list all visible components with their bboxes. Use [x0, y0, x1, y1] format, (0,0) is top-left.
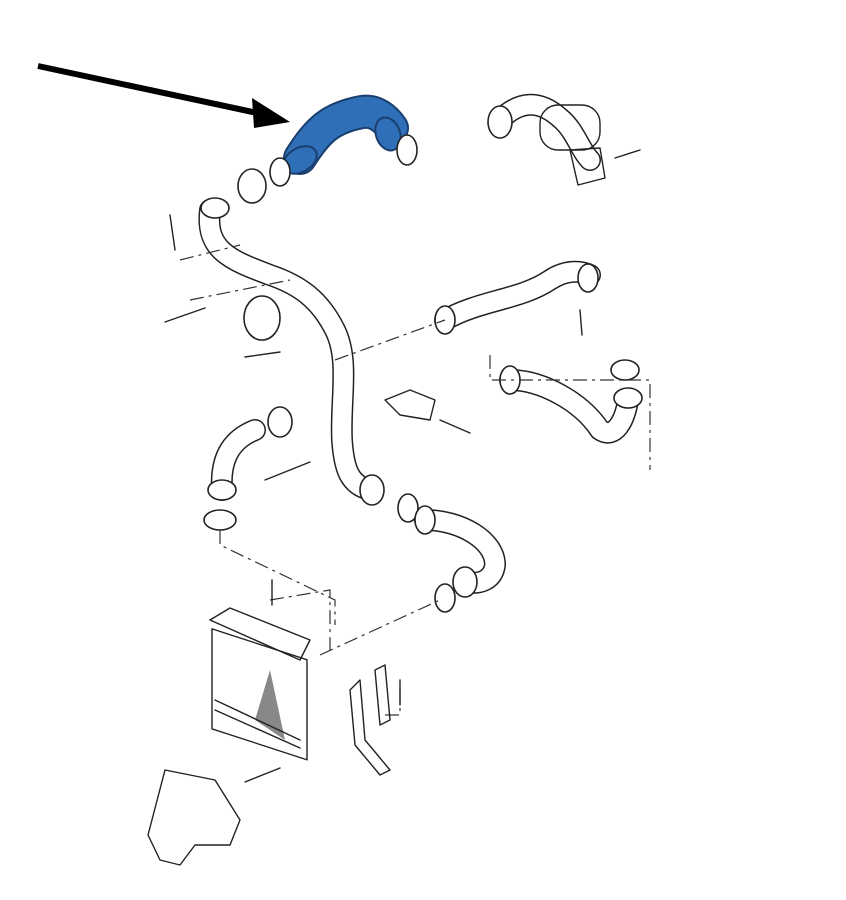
- air-duct: [147, 769, 241, 866]
- mount-bracket: [349, 679, 391, 776]
- intercooler[interactable]: [209, 607, 311, 761]
- gasket-ring: [396, 134, 418, 166]
- bolt-icon: [164, 214, 583, 783]
- highlighted-hose[interactable]: [278, 94, 409, 180]
- gasket-rings: [200, 197, 643, 613]
- pointer-arrow-icon: [37, 63, 290, 128]
- turbo-outlet-pipe: [487, 93, 641, 186]
- hose-clamp: [237, 168, 267, 204]
- charge-pipes: [198, 199, 639, 594]
- bracket: [384, 389, 436, 421]
- gasket-ring: [269, 157, 291, 187]
